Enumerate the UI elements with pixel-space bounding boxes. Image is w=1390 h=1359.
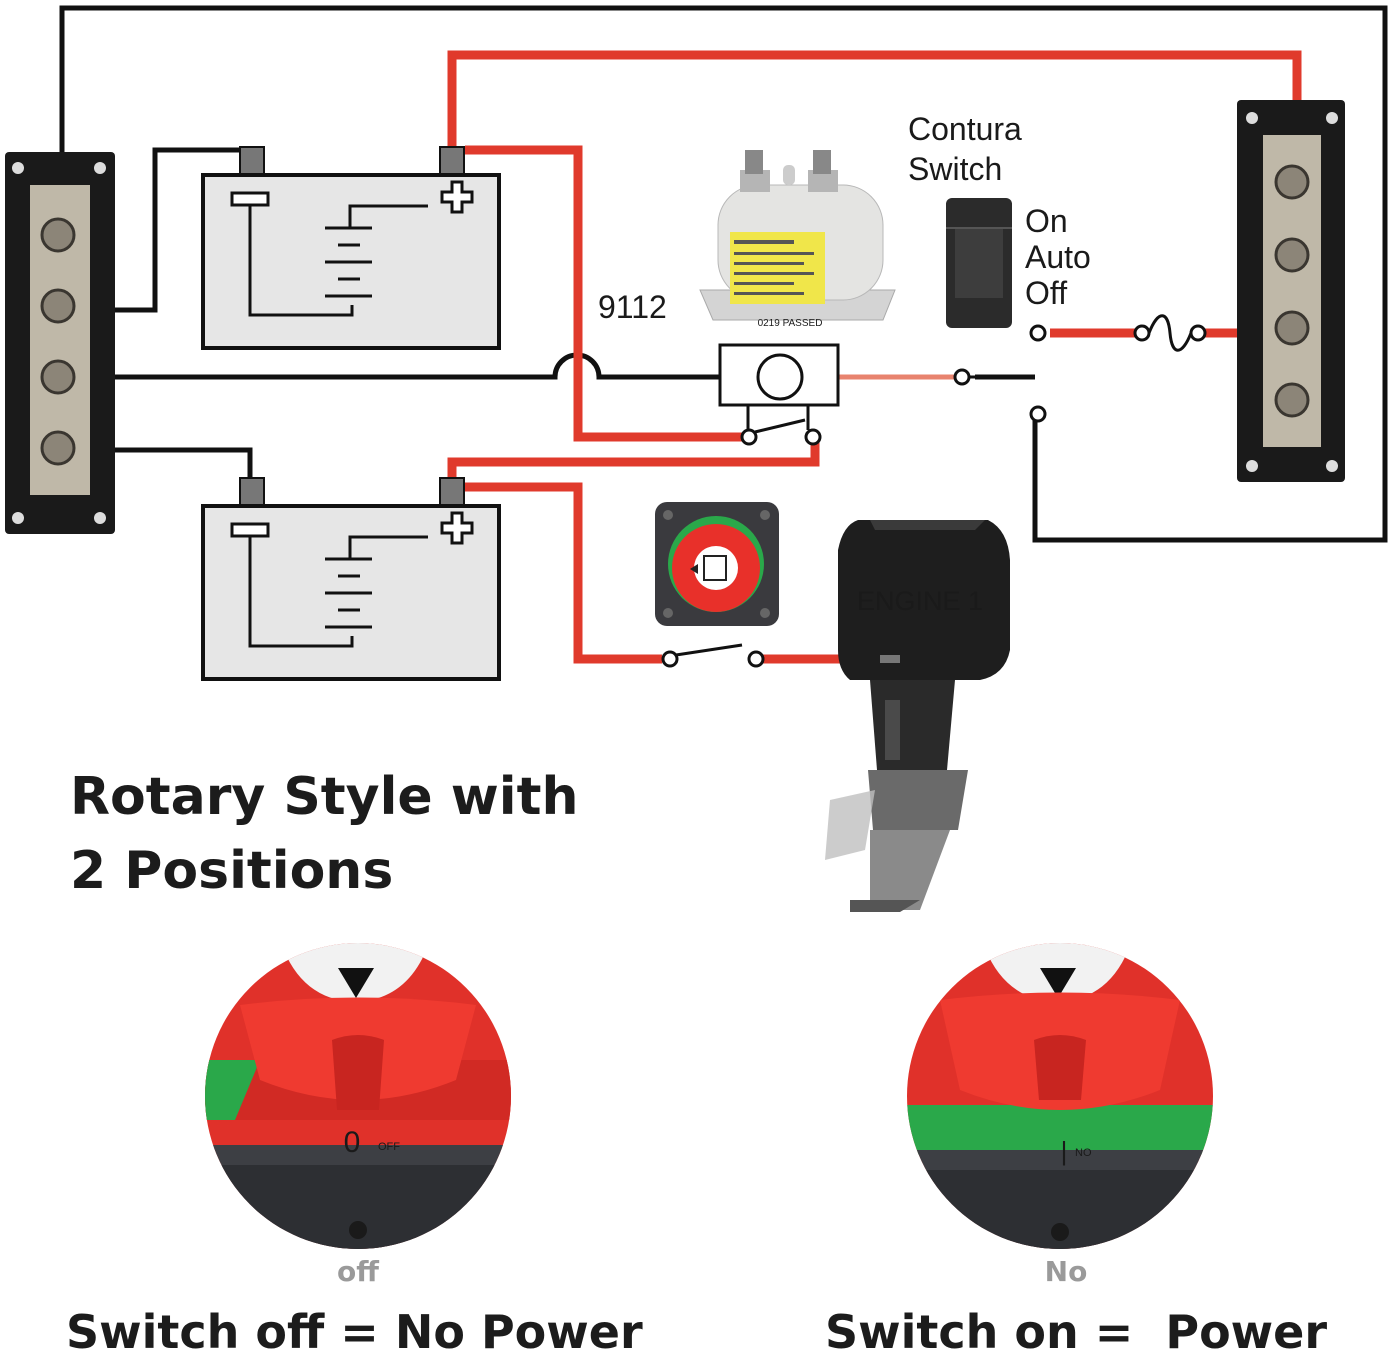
switch-symbol bbox=[953, 324, 1047, 423]
battery-1 bbox=[201, 146, 501, 350]
switch-position-on: On bbox=[1025, 203, 1068, 239]
knob-on-dial-mark: | bbox=[1061, 1136, 1068, 1166]
arrow-down-icon bbox=[338, 968, 374, 998]
switch-position-off: Off bbox=[1025, 275, 1067, 311]
relay-model-label: 9112 bbox=[598, 289, 667, 325]
knob-off-dial-mark: 0 bbox=[344, 1126, 361, 1159]
right-bus-bar bbox=[1237, 100, 1345, 482]
switch-position-auto: Auto bbox=[1025, 239, 1091, 275]
contura-switch-icon bbox=[946, 198, 1012, 328]
knob-off-closeup: 0 OFF bbox=[205, 943, 511, 1249]
switch-title-line2: Switch bbox=[908, 151, 1002, 187]
negative-terminal-icon bbox=[230, 191, 270, 207]
positive-terminal-icon bbox=[440, 180, 474, 214]
battery-2 bbox=[201, 477, 501, 681]
engine-label: ENGINE 1 bbox=[857, 586, 983, 616]
caption-switch-on: Switch on = Power bbox=[825, 1305, 1328, 1359]
arrow-down-icon bbox=[1040, 968, 1076, 998]
caption-switch-off: Switch off = No Power bbox=[66, 1305, 643, 1359]
knob-on-state-label: No bbox=[1044, 1255, 1088, 1288]
heading-line-1: Rotary Style with bbox=[70, 767, 579, 827]
knob-on-closeup: | NO bbox=[907, 943, 1213, 1249]
left-bus-bar bbox=[5, 152, 115, 534]
knob-off-dial-text: OFF bbox=[378, 1141, 400, 1153]
fuse-icon bbox=[1133, 314, 1207, 352]
heading-line-2: 2 Positions bbox=[70, 841, 394, 901]
knob-off-state-label: off bbox=[337, 1255, 379, 1288]
relay-stamp: 0219 PASSED bbox=[758, 318, 823, 329]
battery-switch-symbol bbox=[661, 643, 765, 668]
relay-symbol bbox=[718, 343, 840, 446]
positive-terminal-icon bbox=[440, 511, 474, 545]
relay-9112: 0219 PASSED bbox=[699, 150, 896, 329]
knob-on-dial-text: NO bbox=[1075, 1147, 1092, 1159]
outboard-engine: ENGINE 1 bbox=[825, 520, 1010, 912]
negative-terminal-icon bbox=[230, 522, 270, 538]
battery-switch-icon bbox=[655, 502, 779, 626]
switch-title-line1: Contura bbox=[908, 111, 1022, 147]
rotary-style-heading: Rotary Style with 2 Positions bbox=[70, 760, 579, 908]
